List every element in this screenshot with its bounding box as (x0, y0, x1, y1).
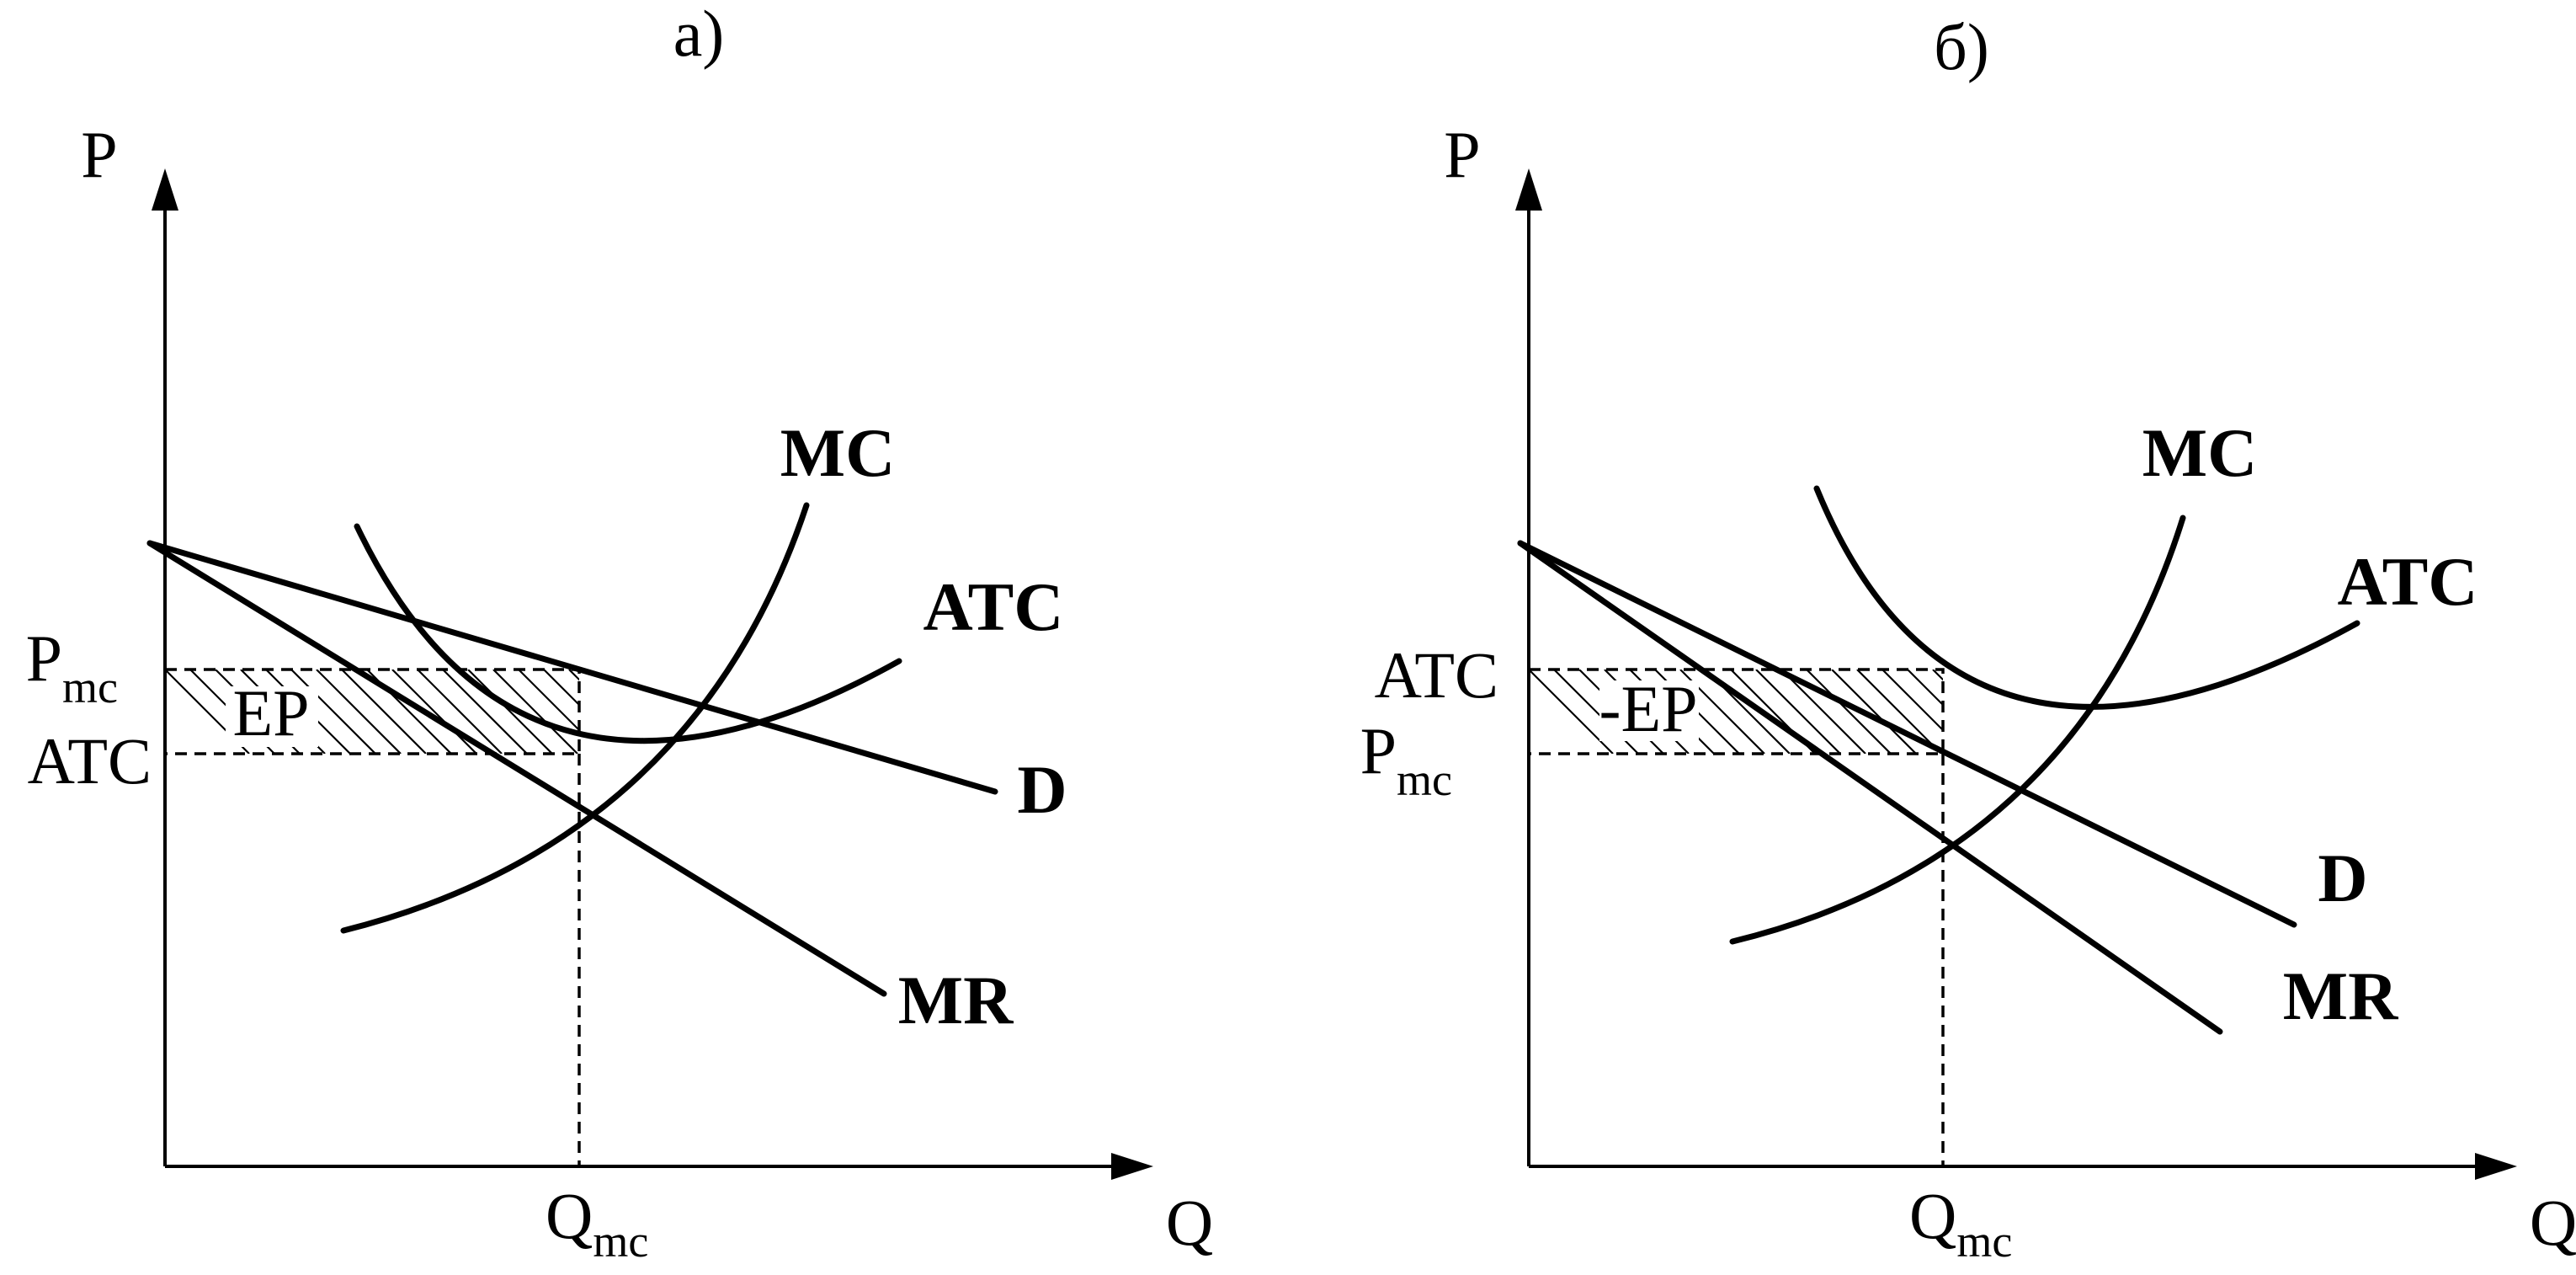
x-axis-label-a: Q (1166, 1186, 1213, 1259)
demand-curve-a (146, 540, 998, 795)
loss-rect-border-b (1529, 668, 1945, 755)
panel-a: а) P Q EP (26, 0, 1214, 1267)
atc-curve-a (354, 523, 902, 744)
area-label-b: -EP (1599, 672, 1698, 745)
y-axis-label-b: P (1444, 118, 1480, 191)
mc-label-b: MC (2142, 414, 2258, 491)
x-axis-label-b: Q (2530, 1186, 2576, 1259)
y-axis-arrow-b (1515, 168, 1542, 211)
x-axis-arrow-b (2475, 1153, 2517, 1180)
y-axis-label-a: P (81, 118, 117, 191)
upper-level-label-a: Pmc (26, 621, 118, 712)
upper-level-label-b: ATC (1375, 638, 1498, 712)
d-label-a: D (1017, 751, 1067, 828)
q-mc-label-b: Qmc (1909, 1179, 2012, 1267)
mc-curve-b (1729, 515, 2186, 945)
mr-label-b: MR (2283, 958, 2398, 1034)
ep-label-bg-a (226, 686, 318, 747)
y-axis-arrow-a (152, 168, 178, 211)
profit-rect-border-a (165, 668, 581, 755)
atc-label-a: ATC (923, 568, 1063, 645)
panel-b: б) P Q -EP (1360, 10, 2576, 1267)
lower-level-label-b: Pmc (1360, 714, 1452, 805)
panel-b-title: б) (1934, 10, 1989, 83)
x-axis-arrow-a (1111, 1153, 1153, 1180)
q-mc-label-a: Qmc (546, 1179, 648, 1267)
mc-label-a: MC (780, 414, 896, 491)
mc-curve-a (340, 502, 810, 934)
panel-a-title: а) (673, 0, 725, 70)
area-label-a: EP (232, 676, 309, 750)
atc-curve-b (1813, 485, 2360, 710)
demand-curve-b (1517, 540, 2297, 928)
mr-curve-b (1517, 540, 2223, 1035)
mr-label-a: MR (898, 962, 1014, 1038)
d-label-b: D (2318, 840, 2367, 916)
ep-label-bg-b (1599, 680, 1699, 741)
mr-curve-a (146, 540, 887, 997)
lower-level-label-a: ATC (28, 724, 152, 798)
atc-label-b: ATC (2337, 543, 2478, 620)
